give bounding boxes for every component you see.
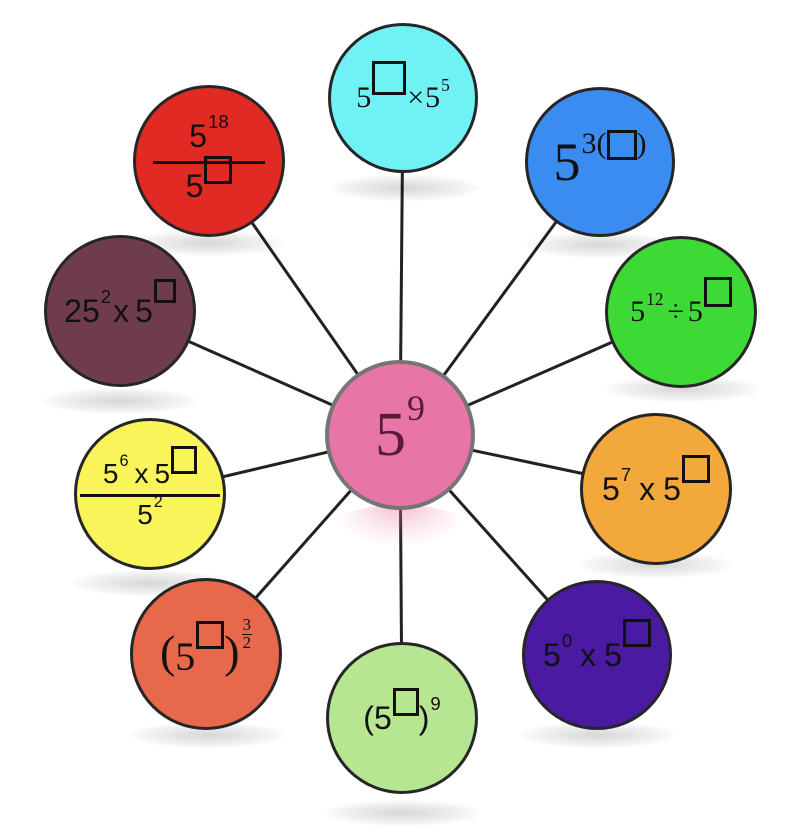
node-top-left-num-base: 5 — [189, 117, 208, 154]
fraction-bar — [153, 160, 265, 164]
node-bottom-outer-exponent: 9 — [430, 693, 441, 715]
node-top-left: 5 18 5 — [133, 85, 285, 237]
node-right-upper-operator: ÷ — [667, 295, 684, 328]
node-bottom-left-close-paren: ) — [224, 625, 240, 677]
node-bottom-left-base: 5 — [175, 633, 196, 679]
node-left-operator: x — [134, 457, 149, 489]
answer-box[interactable] — [622, 618, 651, 647]
node-top-right: 5 3( ) — [525, 87, 675, 237]
node-right-base2: 5 — [663, 470, 681, 507]
shadow — [330, 175, 480, 201]
answer-box[interactable] — [204, 155, 233, 184]
node-bottom-left-exp-numerator: 3 — [241, 614, 253, 635]
node-right-upper-exponent1: 12 — [646, 288, 664, 309]
node-top-right-exp-prefix: 3( — [581, 127, 607, 160]
node-left-num-base1: 5 — [102, 457, 119, 489]
node-right-base1: 5 — [602, 470, 620, 507]
node-right-exponent1: 7 — [620, 464, 632, 486]
center-node: 5 9 — [325, 360, 475, 510]
answer-box[interactable] — [372, 61, 407, 95]
hub-reflection — [335, 505, 465, 545]
node-top-left-den-base: 5 — [185, 167, 204, 204]
node-top-left-numerator: 5 18 — [189, 111, 228, 155]
shadow — [42, 388, 197, 414]
node-left-num-base2: 5 — [154, 457, 171, 489]
answer-box[interactable] — [681, 454, 710, 483]
node-top-operator: × — [407, 81, 425, 114]
node-bottom-right: 5 0 x 5 — [522, 580, 672, 730]
answer-box[interactable] — [392, 687, 419, 716]
shadow — [325, 800, 480, 826]
node-right-operator: x — [639, 470, 656, 507]
node-bottom-base: 5 — [373, 699, 392, 736]
node-bottom-open-paren: ( — [363, 699, 374, 736]
node-bottom-left-exp-denominator: 2 — [242, 632, 252, 652]
node-right-upper: 5 12 ÷ 5 — [605, 236, 757, 388]
node-left: 5 6 x 5 5 2 — [74, 418, 226, 570]
answer-box[interactable] — [703, 277, 732, 307]
node-top-left-denominator: 5 — [185, 155, 233, 205]
node-top-right-base: 5 — [553, 132, 581, 192]
answer-box[interactable] — [606, 130, 637, 160]
node-bottom-right-operator: x — [580, 636, 597, 673]
node-left-upper-operator: x — [113, 292, 130, 329]
node-left-upper-base1: 25 — [64, 292, 100, 329]
node-top-base2: 5 — [425, 81, 441, 114]
node-top: 5 × 5 5 — [328, 23, 478, 173]
hub-base: 5 — [375, 400, 406, 469]
node-left-den-exponent: 2 — [153, 492, 163, 511]
node-bottom-close-paren: ) — [418, 699, 430, 736]
node-right-upper-base1: 5 — [630, 295, 646, 328]
node-top-left-num-exponent: 18 — [208, 111, 229, 133]
answer-box[interactable] — [171, 445, 198, 474]
node-bottom-right-base2: 5 — [604, 636, 622, 673]
node-bottom-right-exponent1: 0 — [561, 630, 573, 652]
node-left-num-exponent1: 6 — [119, 451, 129, 470]
node-right-upper-base2: 5 — [687, 295, 703, 328]
hub-exponent: 9 — [407, 387, 425, 428]
fraction-bar — [80, 493, 220, 497]
node-left-numerator: 5 6 x 5 — [102, 445, 198, 490]
node-top-exponent2: 5 — [441, 74, 450, 95]
node-bottom-left-open-paren: ( — [159, 625, 176, 677]
node-bottom-right-base1: 5 — [543, 636, 561, 673]
answer-box[interactable] — [196, 620, 225, 649]
node-top-base1: 5 — [356, 81, 372, 114]
node-top-right-exp-suffix: ) — [636, 127, 647, 160]
node-left-den-base: 5 — [137, 498, 153, 530]
node-right: 5 7 x 5 — [580, 413, 732, 565]
answer-box[interactable] — [153, 278, 176, 303]
node-bottom-left-fraction-exponent: 3 2 — [241, 614, 253, 652]
node-left-upper-base2: 5 — [135, 292, 153, 329]
node-left-denominator: 5 2 — [137, 493, 163, 531]
node-left-upper: 25 2 x 5 — [44, 235, 196, 387]
node-bottom-left: ( 5 ) 3 2 — [130, 578, 282, 730]
node-bottom: ( 5 ) 9 — [326, 642, 478, 794]
node-left-upper-exponent1: 2 — [100, 286, 112, 308]
